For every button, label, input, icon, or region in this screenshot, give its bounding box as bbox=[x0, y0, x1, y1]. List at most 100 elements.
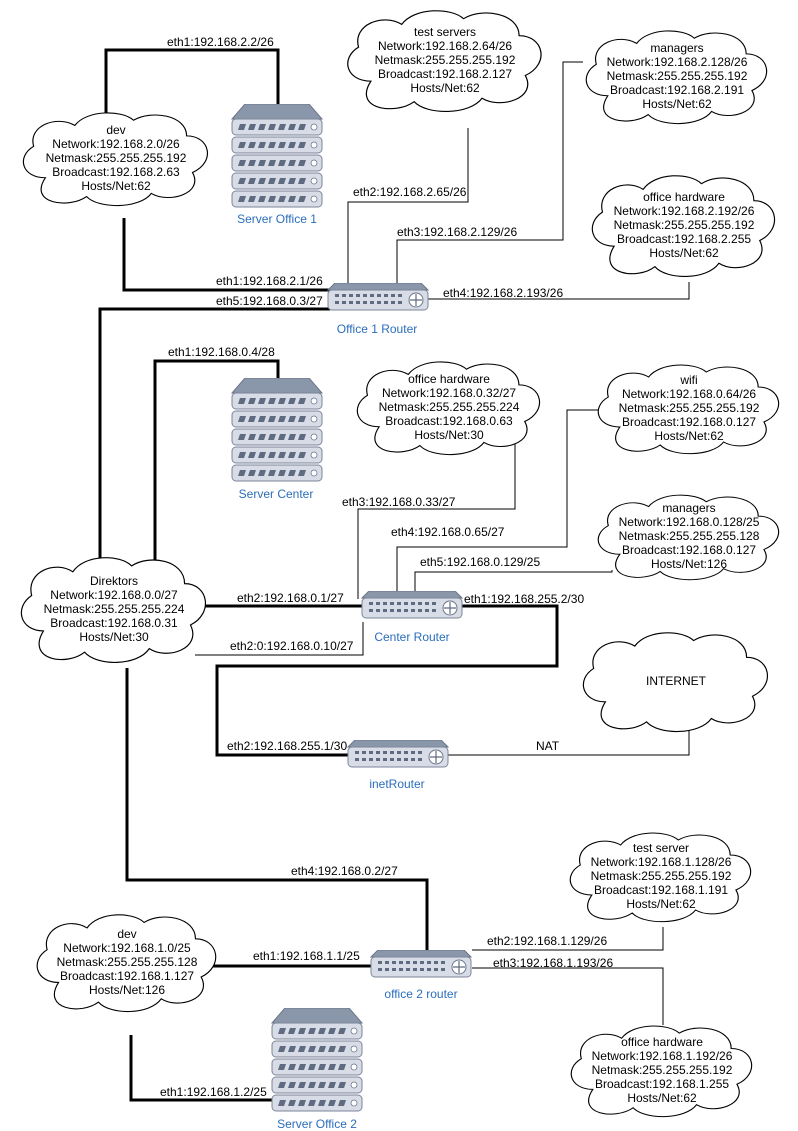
server-center-label: Server Center bbox=[239, 487, 314, 501]
cloud-line: Network:192.168.0.0/27 bbox=[50, 588, 178, 602]
cloud-dev2: devNetwork:192.168.1.0/25Netmask:255.255… bbox=[36, 914, 217, 1013]
server-office1-label: Server Office 1 bbox=[237, 212, 317, 226]
cloud-title: Direktors bbox=[90, 574, 138, 588]
cloud-line: Network:192.168.0.32/27 bbox=[382, 386, 516, 400]
cloud-internet: INTERNET bbox=[582, 632, 769, 733]
cloud-line: Broadcast:192.168.0.127 bbox=[622, 415, 756, 429]
link-label: NAT bbox=[536, 739, 560, 753]
link-inetrouter-internet bbox=[448, 730, 690, 756]
link-label: eth1:192.168.0.4/28 bbox=[168, 345, 275, 359]
cloud-title: dev bbox=[106, 123, 125, 137]
server-office1-icon[interactable] bbox=[231, 104, 323, 208]
link-label: eth2:192.168.255.1/30 bbox=[227, 739, 347, 753]
cloud-line: Hosts/Net:30 bbox=[79, 630, 149, 644]
cloud-line: Hosts/Net:62 bbox=[410, 81, 480, 95]
cloud-title: office hardware bbox=[621, 1035, 703, 1049]
cloud-line: Hosts/Net:62 bbox=[642, 97, 712, 111]
cloud-managersc: managersNetwork:192.168.0.128/25Netmask:… bbox=[597, 494, 780, 581]
cloud-title: office hardware bbox=[643, 190, 725, 204]
cloud-line: Netmask:255.255.255.128 bbox=[619, 529, 760, 543]
cloud-title: dev bbox=[117, 927, 136, 941]
cloud-line: Network:192.168.2.0/26 bbox=[52, 137, 180, 151]
link-dev2-server-office2 bbox=[129, 1035, 275, 1102]
link-testservers1-router bbox=[347, 128, 469, 287]
cloud-line: Broadcast:192.168.2.255 bbox=[617, 232, 751, 246]
cloud-line: Netmask:255.255.255.192 bbox=[607, 69, 748, 83]
cloud-direktors: DirektorsNetwork:192.168.0.0/27Netmask:2… bbox=[20, 557, 207, 664]
link-label: eth3:192.168.0.33/27 bbox=[342, 495, 456, 509]
cloud-line: Broadcast:192.168.0.31 bbox=[50, 616, 178, 630]
link-label: eth2:192.168.2.65/26 bbox=[353, 185, 467, 199]
cloud-line: Netmask:255.255.255.192 bbox=[375, 53, 516, 67]
center-router-icon[interactable] bbox=[361, 591, 463, 619]
cloud-managers1: managersNetwork:192.168.2.128/26Netmask:… bbox=[585, 30, 768, 125]
link-testserver2-router bbox=[472, 927, 664, 951]
cloud-title: wifi bbox=[679, 373, 697, 387]
link-wific-router bbox=[396, 409, 598, 595]
link-labels: eth1:192.168.2.2/26 eth2:192.168.2.65/26… bbox=[160, 35, 613, 1099]
link-label: eth1:192.168.1.1/25 bbox=[253, 949, 360, 963]
server-center-icon[interactable] bbox=[231, 378, 323, 482]
cloud-line: Netmask:255.255.255.128 bbox=[57, 955, 198, 969]
connections bbox=[98, 48, 690, 1102]
cloud-line: Hosts/Net:62 bbox=[654, 429, 724, 443]
link-label: eth5:192.168.0.3/27 bbox=[216, 294, 323, 308]
cloud-title: office hardware bbox=[408, 372, 490, 386]
link-label: eth2:0:192.168.0.10/27 bbox=[230, 639, 354, 653]
inetrouter-icon[interactable] bbox=[347, 740, 449, 768]
link-managers1-router bbox=[396, 61, 583, 287]
link-label: eth1:192.168.2.2/26 bbox=[167, 35, 274, 49]
cloud-line: Broadcast:192.168.1.127 bbox=[60, 969, 194, 983]
link-direktors-center-router-alt bbox=[195, 622, 364, 656]
link-label: eth2:192.168.0.1/27 bbox=[237, 591, 344, 605]
cloud-line: Netmask:255.255.255.192 bbox=[592, 1063, 733, 1077]
link-officehw1-router bbox=[427, 282, 690, 300]
cloud-line: Broadcast:192.168.2.127 bbox=[378, 67, 512, 81]
office1-router-icon[interactable] bbox=[327, 283, 429, 311]
cloud-line: Hosts/Net:62 bbox=[627, 1091, 697, 1105]
cloud-line: Netmask:255.255.255.224 bbox=[44, 602, 185, 616]
office1-router-label: Office 1 Router bbox=[337, 322, 417, 336]
cloud-title: managers bbox=[650, 41, 703, 55]
cloud-title: INTERNET bbox=[646, 674, 707, 688]
cloud-line: Broadcast:192.168.0.63 bbox=[385, 414, 513, 428]
cloud-line: Broadcast:192.168.1.191 bbox=[594, 883, 728, 897]
cloud-line: Broadcast:192.168.2.191 bbox=[610, 83, 744, 97]
cloud-line: Hosts/Net:62 bbox=[81, 179, 151, 193]
link-label: eth1:192.168.255.2/30 bbox=[464, 592, 584, 606]
link-label: eth3:192.168.2.129/26 bbox=[397, 225, 517, 239]
link-officehwc-router bbox=[357, 440, 516, 599]
office2-router-icon[interactable] bbox=[370, 950, 472, 978]
link-dev1-server-office1 bbox=[104, 48, 280, 116]
link-label: eth4:192.168.0.65/27 bbox=[391, 525, 505, 539]
subnet-clouds: devNetwork:192.168.2.0/26Netmask:255.255… bbox=[20, 10, 780, 1118]
devices: Server Office 1 Office 1 Router Server C… bbox=[231, 104, 472, 1131]
server-office2-icon[interactable] bbox=[271, 1008, 363, 1112]
cloud-line: Netmask:255.255.255.192 bbox=[591, 869, 732, 883]
cloud-line: Broadcast:192.168.1.255 bbox=[595, 1077, 729, 1091]
server-office2-label: Server Office 2 bbox=[277, 1117, 357, 1131]
cloud-line: Network:192.168.2.64/26 bbox=[378, 39, 512, 53]
cloud-line: Network:192.168.1.192/26 bbox=[592, 1049, 733, 1063]
cloud-testservers1: test serversNetwork:192.168.2.64/26Netma… bbox=[347, 10, 542, 113]
link-managersc-router bbox=[414, 570, 613, 595]
cloud-testserver2: test serverNetwork:192.168.1.128/26Netma… bbox=[569, 832, 752, 923]
cloud-title: test servers bbox=[414, 25, 476, 39]
cloud-line: Hosts/Net:62 bbox=[649, 246, 719, 260]
link-direktors-server-center bbox=[153, 359, 280, 560]
center-router-label: Center Router bbox=[374, 630, 449, 644]
link-direktors-office2-router bbox=[125, 668, 429, 950]
link-label: eth5:192.168.0.129/25 bbox=[420, 555, 540, 569]
cloud-line: Network:192.168.0.64/26 bbox=[622, 387, 756, 401]
link-label: eth1:192.168.1.2/25 bbox=[160, 1085, 267, 1099]
cloud-line: Hosts/Net:30 bbox=[414, 428, 484, 442]
cloud-title: test server bbox=[633, 841, 689, 855]
cloud-line: Broadcast:192.168.0.127 bbox=[622, 543, 756, 557]
cloud-line: Network:192.168.2.128/26 bbox=[607, 55, 748, 69]
cloud-line: Netmask:255.255.255.192 bbox=[46, 151, 187, 165]
link-center-router-inetrouter bbox=[215, 604, 559, 757]
cloud-line: Network:192.168.2.192/26 bbox=[614, 204, 755, 218]
cloud-title: managers bbox=[662, 501, 715, 515]
cloud-line: Netmask:255.255.255.192 bbox=[614, 218, 755, 232]
